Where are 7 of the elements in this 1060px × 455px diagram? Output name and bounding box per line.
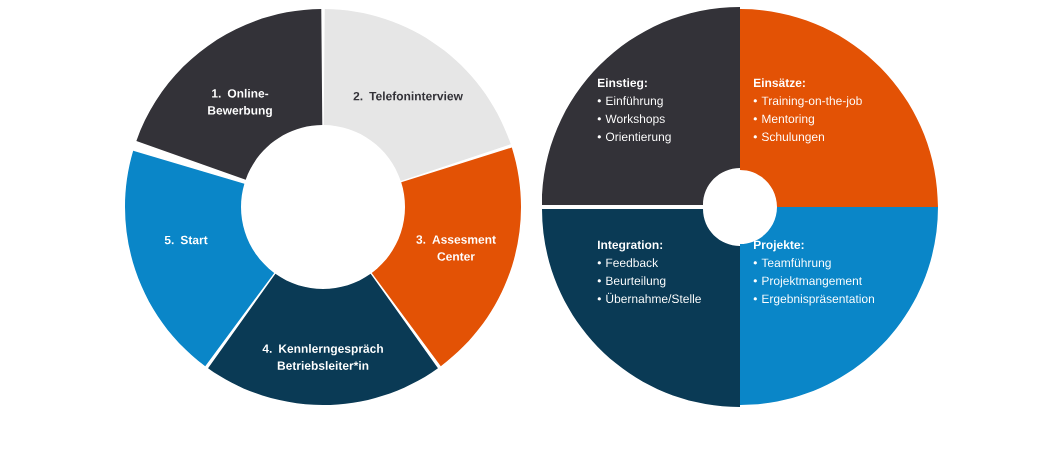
- donut-segment: Projekte: • Teamführung • Projektmangement • Ergebnispräsentation: [740, 207, 938, 405]
- donut-segment: 1. Online- Bewerbung: [136, 9, 323, 180]
- donut-segment: Integration: • Feedback • Beurteilung • Übernahme/Stelle: [542, 209, 740, 407]
- donut-segment: 2. Telefoninterview: [323, 9, 511, 181]
- donut-segment: 4. Kennlerngespräch Betriebsleiter*in: [208, 273, 438, 405]
- donut-segment: Einsätze: • Training-on-the-job • Mentoring • Schulungen: [740, 9, 938, 207]
- donut-segment: Einstieg: • Einführung • Workshops • Orientierung: [542, 7, 740, 205]
